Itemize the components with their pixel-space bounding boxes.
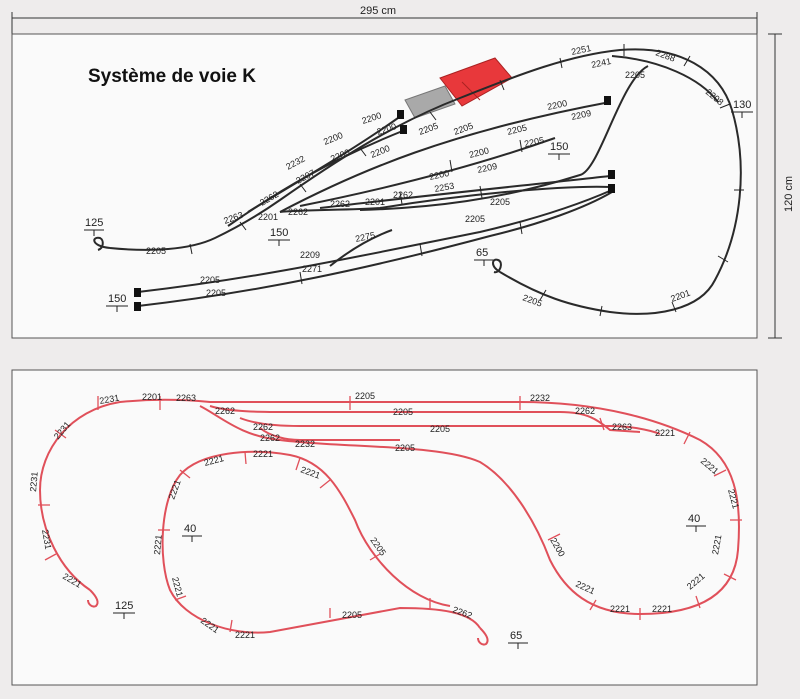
track-label: 2253 xyxy=(434,181,455,194)
track-label: 2262 xyxy=(393,190,413,200)
track-label: 2262 xyxy=(575,406,595,416)
track-label: 2231 xyxy=(99,393,120,406)
top-elevations: 125 150 150 130 150 65 xyxy=(84,99,753,312)
track-label: 2221 xyxy=(610,604,630,614)
track-label: 2231 xyxy=(28,471,40,492)
elevation-label: 125 xyxy=(115,600,133,612)
elevation-label: 150 xyxy=(270,227,288,239)
track-label: 2200 xyxy=(428,168,450,182)
elevation-label: 40 xyxy=(184,523,196,535)
track-label: 2221 xyxy=(710,534,723,555)
track-label: 2205 xyxy=(490,197,510,207)
height-dimension: 120 cm xyxy=(768,33,795,339)
bottom-elevations: 40 125 40 65 xyxy=(113,513,706,649)
track-label: 2263 xyxy=(176,393,196,403)
track-label: 2221 xyxy=(655,428,675,438)
elevation-label: 65 xyxy=(476,247,488,259)
diagram-title: Système de voie K xyxy=(88,66,256,87)
track-label: 2205 xyxy=(506,122,528,137)
track-label: 2262 xyxy=(330,199,350,209)
track-label: 2209 xyxy=(570,108,592,122)
bottom-board xyxy=(11,369,758,686)
track-label: 2262 xyxy=(253,422,273,432)
track-label: 2232 xyxy=(295,439,315,449)
bottom-tracks xyxy=(38,396,742,646)
track-label: 2221 xyxy=(152,534,164,555)
track-label: 2205 xyxy=(625,70,645,80)
width-label: 295 cm xyxy=(360,5,396,17)
track-label: 2205 xyxy=(430,424,450,434)
track-label: 2205 xyxy=(342,610,362,620)
track-label: 2209 xyxy=(476,161,498,175)
top-board xyxy=(11,33,758,339)
track-label: 2263 xyxy=(612,422,632,432)
track-label: 2251 xyxy=(570,43,592,57)
track-label: 2221 xyxy=(652,604,672,614)
track-label: 2201 xyxy=(142,392,162,402)
track-label: 2262 xyxy=(288,207,308,217)
track-label: 2262 xyxy=(260,433,280,443)
track-label: 2205 xyxy=(393,407,413,417)
track-label: 2232 xyxy=(530,393,550,403)
track-label: 2205 xyxy=(465,214,485,224)
top-tracks xyxy=(93,44,744,317)
track-label: 2205 xyxy=(523,135,545,149)
track-label: 2271 xyxy=(302,264,322,274)
elevation-label: 40 xyxy=(688,513,700,525)
elevation-label: 150 xyxy=(108,293,126,305)
track-label: 2200 xyxy=(468,145,490,160)
track-label: 2200 xyxy=(546,98,568,112)
track-label: 2221 xyxy=(235,630,255,640)
track-label: 2205 xyxy=(200,275,220,285)
track-label: 2231 xyxy=(40,529,53,550)
track-label: 2221 xyxy=(253,449,273,459)
elevation-label: 65 xyxy=(510,630,522,642)
width-dimension: 295 cm xyxy=(11,5,758,34)
track-label: 2205 xyxy=(395,443,415,453)
height-label: 120 cm xyxy=(783,176,795,212)
elevation-label: 130 xyxy=(733,99,751,111)
elevation-label: 150 xyxy=(550,141,568,153)
track-label: 2201 xyxy=(365,197,385,207)
track-label: 2241 xyxy=(590,56,612,70)
track-label: 2205 xyxy=(355,391,375,401)
track-label: 2201 xyxy=(258,212,278,222)
track-label: 2209 xyxy=(300,250,320,260)
track-label: 2275 xyxy=(354,230,376,244)
track-label: 2205 xyxy=(146,246,166,256)
track-label: 2262 xyxy=(215,406,235,416)
track-label: 2205 xyxy=(206,288,226,298)
elevation-label: 125 xyxy=(85,217,103,229)
